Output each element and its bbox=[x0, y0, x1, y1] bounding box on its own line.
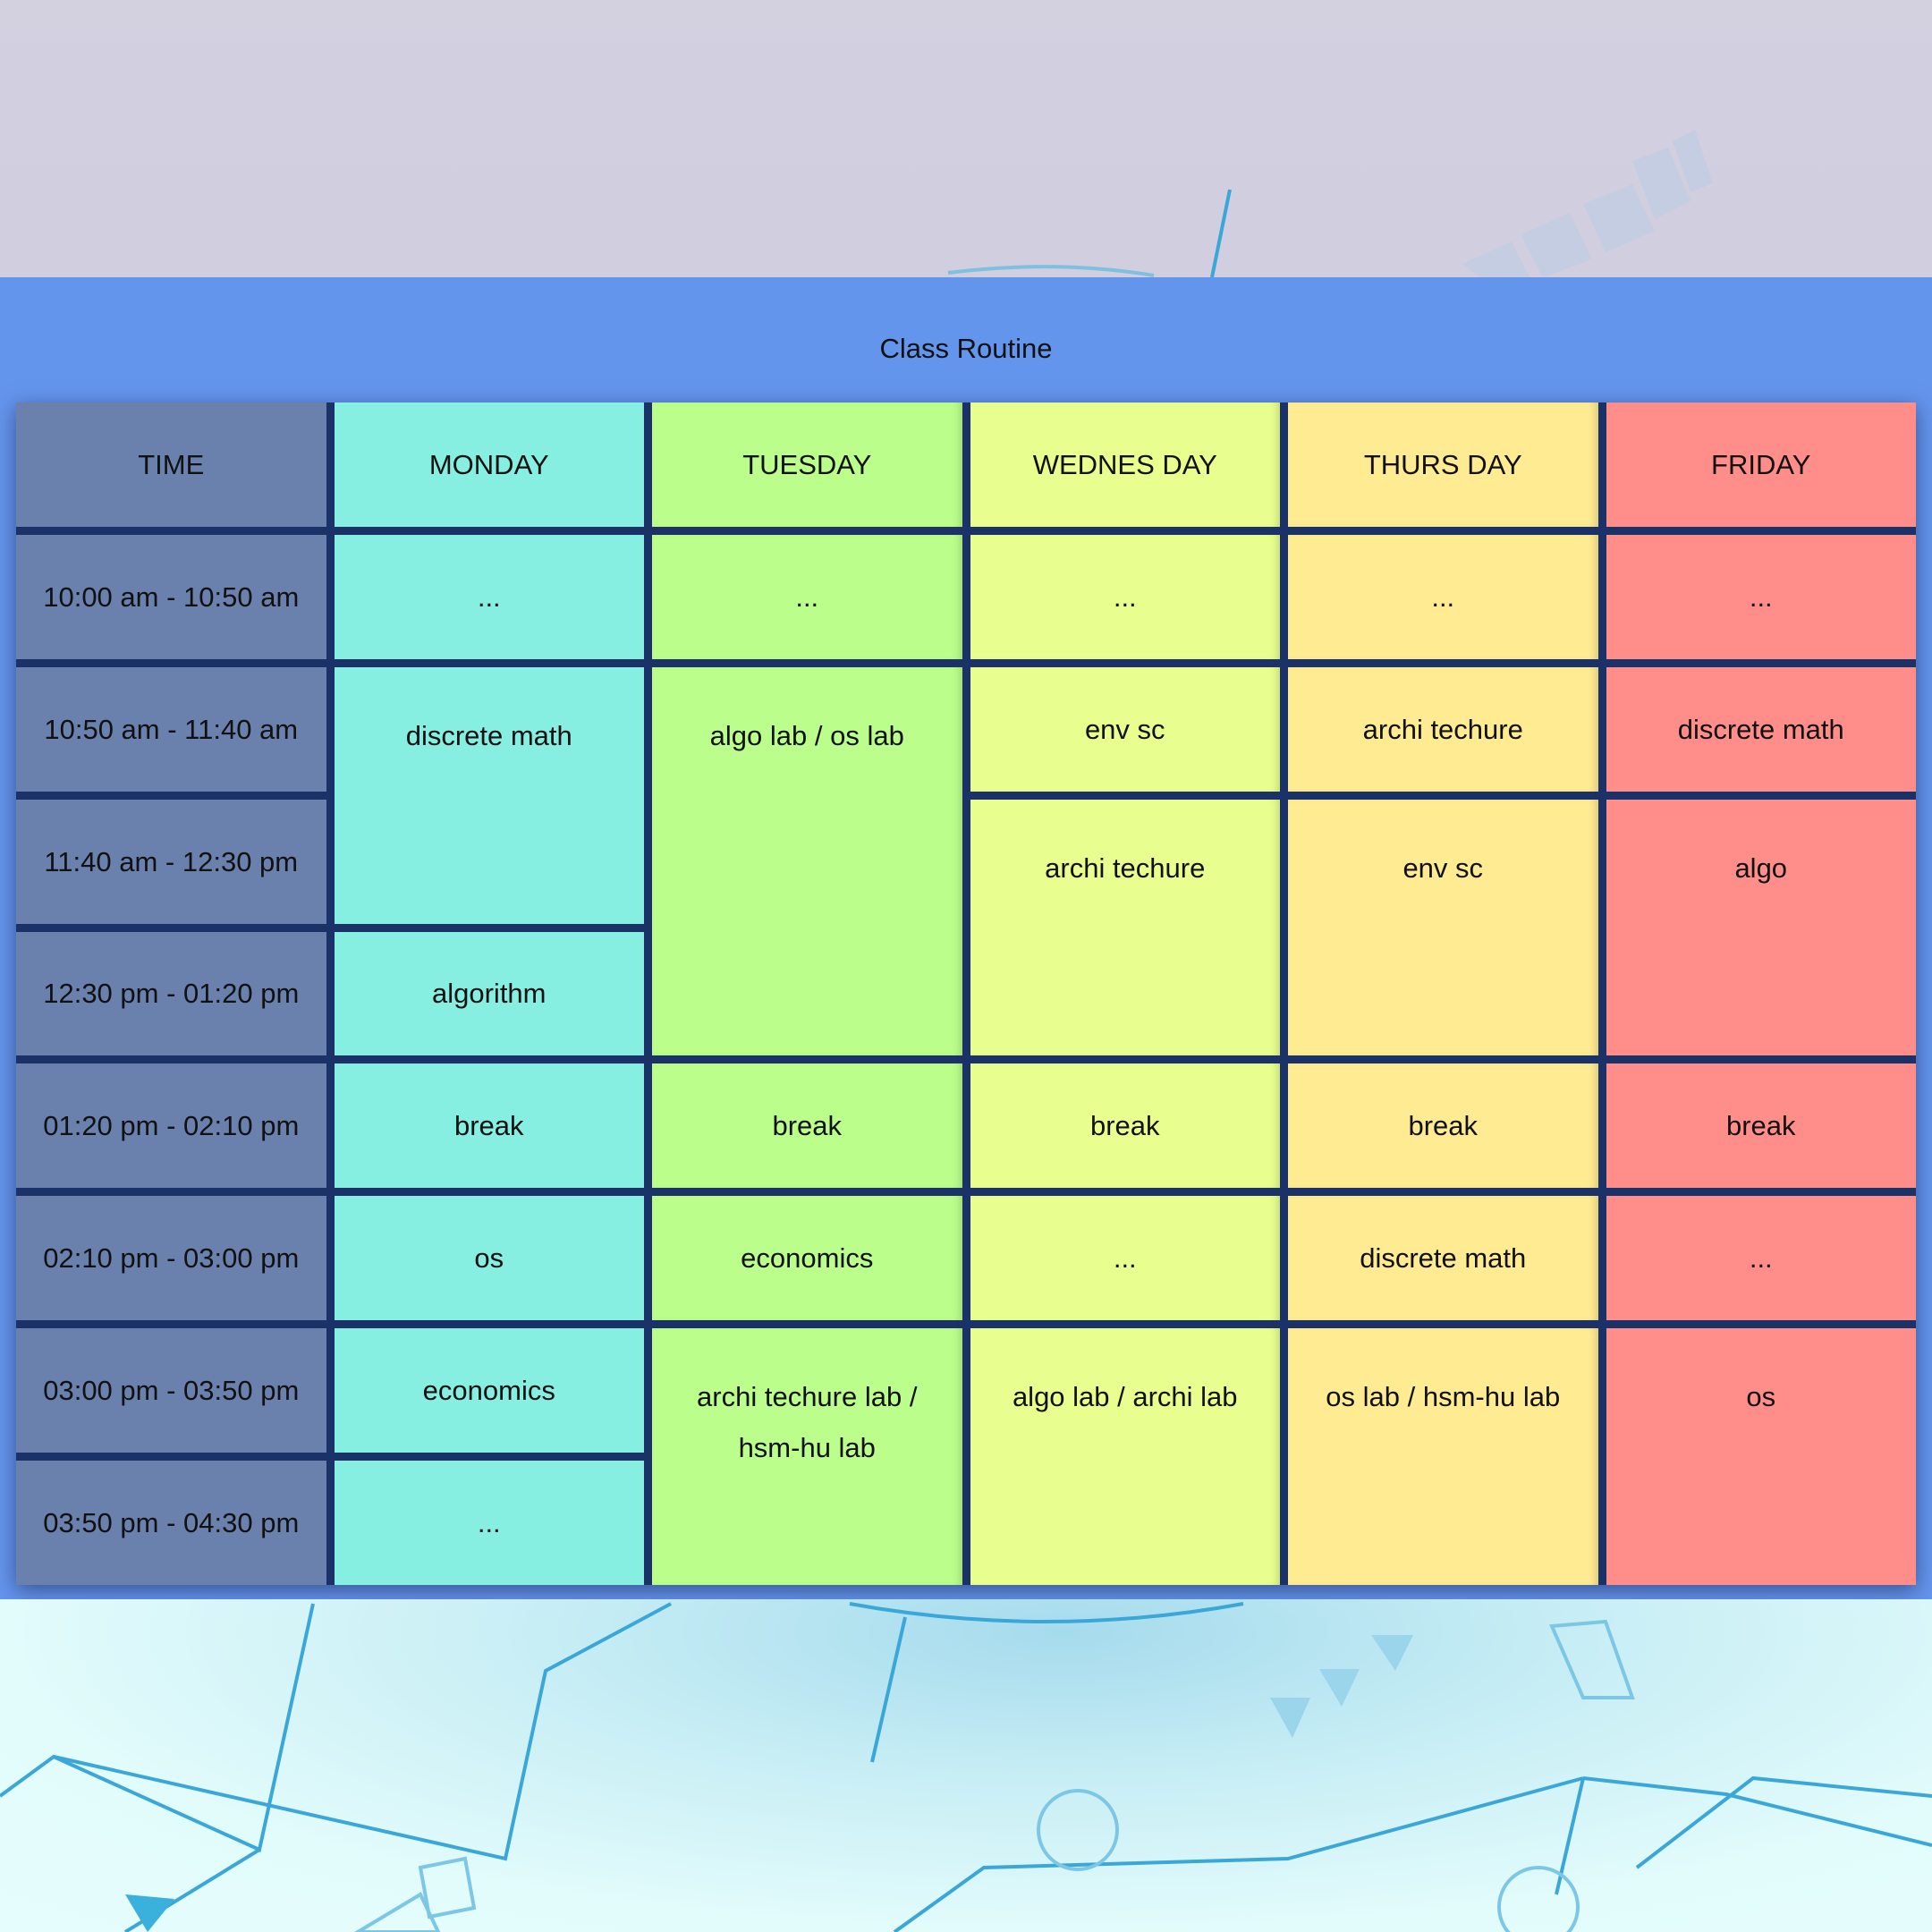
class-cell: ... bbox=[334, 1461, 644, 1585]
class-cell: ... bbox=[334, 534, 644, 659]
header-monday: MONDAY bbox=[334, 402, 644, 527]
class-cell: os bbox=[1606, 1328, 1916, 1585]
break-cell: break bbox=[970, 1063, 1280, 1189]
class-cell: ... bbox=[1606, 534, 1916, 659]
class-cell: env sc bbox=[970, 666, 1280, 792]
class-cell: algo lab / os lab bbox=[652, 666, 962, 1056]
class-cell: ... bbox=[970, 1196, 1280, 1321]
class-cell: ... bbox=[1606, 1196, 1916, 1321]
break-cell: break bbox=[652, 1063, 962, 1189]
class-cell: archi techure bbox=[970, 799, 1280, 1056]
page-title: Class Routine bbox=[879, 333, 1053, 364]
break-cell: break bbox=[334, 1063, 644, 1189]
class-cell: economics bbox=[652, 1196, 962, 1321]
class-cell: algo lab / archi lab bbox=[970, 1328, 1280, 1585]
time-slot: 10:50 am - 11:40 am bbox=[16, 666, 326, 792]
class-cell: os lab / hsm-hu lab bbox=[1288, 1328, 1598, 1585]
header-friday: FRIDAY bbox=[1606, 402, 1916, 527]
header-thursday: THURS DAY bbox=[1288, 402, 1598, 527]
break-cell: break bbox=[1288, 1063, 1598, 1189]
time-slot: 12:30 pm - 01:20 pm bbox=[16, 931, 326, 1056]
time-slot: 01:20 pm - 02:10 pm bbox=[16, 1063, 326, 1189]
class-cell: economics bbox=[334, 1328, 644, 1453]
time-slot: 03:00 pm - 03:50 pm bbox=[16, 1328, 326, 1453]
background-bottom bbox=[0, 1599, 1932, 1932]
class-cell: archi techure bbox=[1288, 666, 1598, 792]
header-time: TIME bbox=[16, 402, 326, 527]
class-cell: discrete math bbox=[1288, 1196, 1598, 1321]
time-slot: 03:50 pm - 04:30 pm bbox=[16, 1461, 326, 1585]
routine-table: TIME MONDAY TUESDAY WEDNES DAY THURS DAY… bbox=[16, 402, 1916, 1585]
background-top bbox=[0, 0, 1932, 277]
class-cell: ... bbox=[970, 534, 1280, 659]
class-cell: ... bbox=[652, 534, 962, 659]
class-cell: algorithm bbox=[334, 931, 644, 1056]
class-cell: discrete math bbox=[334, 666, 644, 924]
time-slot: 02:10 pm - 03:00 pm bbox=[16, 1196, 326, 1321]
class-cell: archi techure lab / hsm-hu lab bbox=[652, 1328, 962, 1585]
class-cell: env sc bbox=[1288, 799, 1598, 1056]
time-slot: 10:00 am - 10:50 am bbox=[16, 534, 326, 659]
header-tuesday: TUESDAY bbox=[652, 402, 962, 527]
class-cell: algo bbox=[1606, 799, 1916, 1056]
class-cell: discrete math bbox=[1606, 666, 1916, 792]
time-slot: 11:40 am - 12:30 pm bbox=[16, 799, 326, 924]
header-wednesday: WEDNES DAY bbox=[970, 402, 1280, 527]
class-cell: ... bbox=[1288, 534, 1598, 659]
break-cell: break bbox=[1606, 1063, 1916, 1189]
class-cell: os bbox=[334, 1196, 644, 1321]
